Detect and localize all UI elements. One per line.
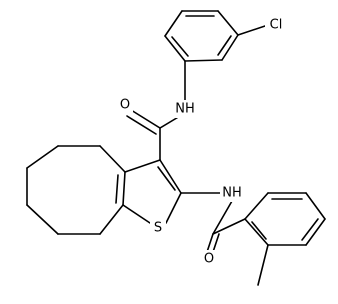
bond — [244, 192, 269, 220]
cycloheptane-ring — [26, 145, 126, 235]
benzoyl-oxygen-label: O — [204, 252, 214, 267]
label-background — [201, 250, 217, 268]
bond — [301, 218, 319, 241]
bond-nh-carbonyl — [212, 200, 233, 235]
bond-carbonyl-aryl — [212, 218, 246, 235]
chlorine-label: Cl — [270, 18, 283, 33]
methylphenyl-ring — [244, 192, 326, 246]
bond — [26, 145, 59, 169]
thiophene-ring — [115, 159, 182, 224]
label-background — [265, 16, 287, 34]
label-background — [117, 96, 133, 114]
thiophene-nh-label: NH — [222, 186, 242, 201]
bond-c-cl — [237, 24, 269, 36]
bond-carbonyl-o-double — [126, 115, 157, 135]
bond — [122, 171, 126, 206]
amide-nh-label: NH — [175, 102, 195, 117]
bond — [165, 192, 182, 224]
bond-carbonyl-o2 — [206, 233, 214, 253]
bond — [217, 35, 232, 56]
sulfur-label: S — [154, 221, 162, 236]
label-background — [173, 100, 197, 118]
bond — [159, 159, 182, 194]
bond — [164, 35, 186, 62]
bond — [157, 166, 176, 191]
bond — [26, 204, 59, 235]
bond — [171, 36, 189, 57]
bond — [305, 192, 326, 220]
chlorophenyl-ring — [164, 10, 239, 62]
bond — [164, 10, 183, 37]
bond-carbonyl-o2-double — [212, 233, 220, 253]
atom-labels: Cl NH O NH S O — [117, 16, 287, 268]
amide-oxygen-label: O — [120, 98, 130, 113]
bond — [184, 59, 223, 62]
bond — [99, 204, 124, 235]
bond — [244, 218, 269, 246]
bond — [99, 145, 126, 173]
label-background — [150, 219, 166, 237]
bond — [122, 204, 151, 224]
bond — [221, 34, 239, 61]
bond — [217, 10, 239, 36]
label-background — [220, 184, 244, 202]
bond — [124, 159, 161, 173]
bond — [305, 218, 326, 246]
bond-methyl — [257, 244, 269, 286]
bond — [115, 174, 119, 204]
bond — [251, 221, 267, 240]
bond-carbonyl-o — [130, 109, 161, 129]
